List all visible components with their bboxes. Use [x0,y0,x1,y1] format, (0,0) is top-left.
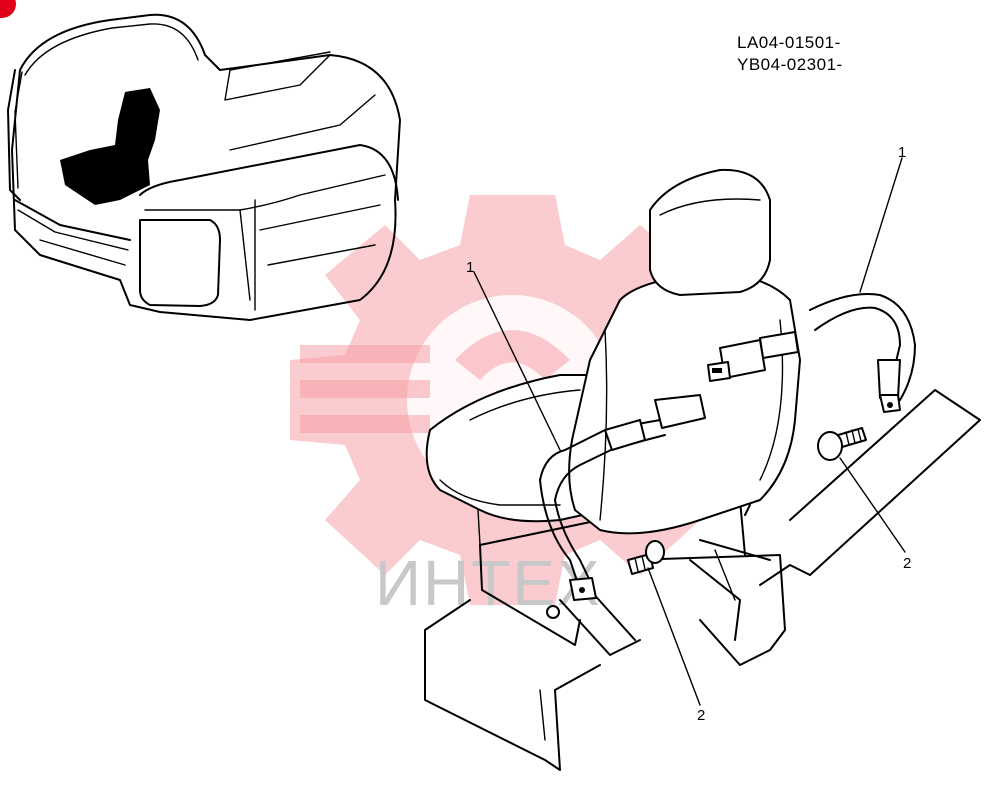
bolt-left [627,540,665,575]
leader-belt-right [859,157,903,293]
callout-belt-left: 1 [466,259,474,276]
machine-overview-inset [7,13,401,321]
corner-marker [0,0,16,18]
leader-bolt-right [839,457,906,553]
bolt-right [817,427,867,461]
callout-belt-right: 1 [898,144,906,161]
serial-code-1: LA04-01501- [737,33,841,52]
floor-plate [424,389,981,771]
seat-belt-left-strap [539,394,706,601]
leader-belt-left [473,271,561,451]
callout-bolt-left: 2 [697,707,705,724]
headrest [649,168,771,296]
seat-belt-right-strap [707,293,916,413]
leader-bolt-left [647,567,701,706]
inset-seat-highlight [60,88,160,205]
callout-bolt-right: 2 [903,555,911,572]
watermark-text: ИНТЕХ [375,547,602,619]
serial-code-2: YB04-02301- [737,55,843,74]
